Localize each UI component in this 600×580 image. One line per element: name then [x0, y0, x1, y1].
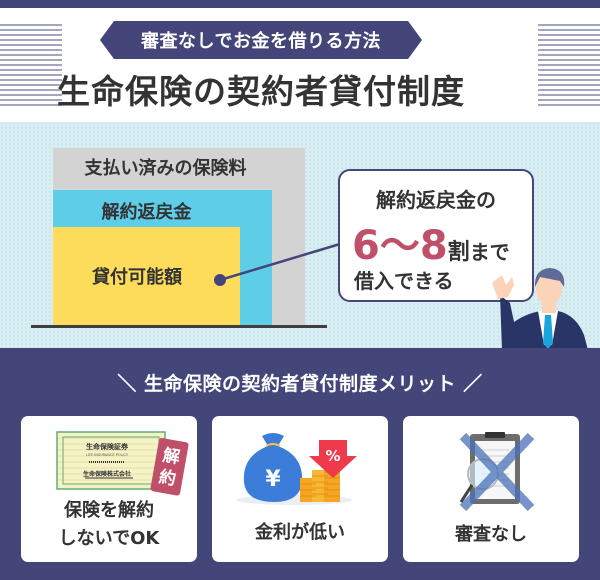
merit-card-low-interest: ¥ % 金利が低い [212, 416, 388, 562]
businessman-pointing-icon [492, 268, 588, 350]
surrender-value-label: 解約返戻金 [101, 202, 192, 223]
merit-card-no-screening: 審査なし [403, 416, 579, 562]
svg-text:解: 解 [161, 445, 181, 469]
no-screening-icon [459, 432, 535, 512]
svg-text:約: 約 [157, 466, 177, 490]
cancel-tag-icon: 解 約 [150, 438, 189, 496]
svg-text:生命保険証券: 生命保険証券 [86, 442, 129, 451]
merit-label-line1: 金利が低い [255, 522, 345, 543]
loanable-amount-box [53, 227, 240, 326]
svg-text:LIFE INSURANCE POLICY: LIFE INSURANCE POLICY [86, 453, 129, 457]
down-arrow-icon [309, 440, 357, 478]
loanable-amount-label: 貸付可能額 [92, 267, 182, 288]
callout-kanji: 割 [447, 240, 470, 265]
connector-dot-icon [214, 274, 226, 286]
merit-label-line2: しないでOK [58, 528, 160, 549]
callout-line3: 借入できる [354, 269, 454, 293]
merits-title: ＼ 生命保険の契約者貸付制度メリット ／ [117, 373, 483, 395]
insurance-certificate-icon: 生命保険証券 LIFE INSURANCE POLICY 生命保険株式会社 解 … [56, 431, 189, 496]
money-bag-low-interest-icon: ¥ % [236, 433, 357, 505]
svg-text:生命保険株式会社: 生命保険株式会社 [83, 470, 131, 478]
connector-line [214, 242, 341, 286]
subtitle-banner: 審査なしでお金を借りる方法 [100, 21, 422, 59]
cross-icon [459, 432, 535, 512]
svg-text:¥: ¥ [265, 467, 281, 492]
decorative-stripes-left [0, 24, 62, 106]
callout-ratio: 6〜8 [352, 223, 448, 269]
page-title: 生命保険の契約者貸付制度 [57, 72, 465, 111]
merit-label-line1: 保険を解約 [64, 500, 154, 521]
callout-line1: 解約返戻金の [376, 188, 496, 212]
decorative-stripes-right [538, 24, 600, 106]
banner-text: 審査なしでお金を借りる方法 [141, 31, 381, 52]
callout-line2: 6〜8割まで [352, 213, 510, 271]
callout-bubble: 解約返戻金の 6〜8割まで 借入できる [338, 169, 534, 302]
top-bar [0, 0, 600, 8]
banner-hexagon-shape [100, 21, 422, 59]
merit-label-line1: 審査なし [455, 524, 527, 545]
merit-card-no-cancellation: 生命保険証券 LIFE INSURANCE POLICY 生命保険株式会社 解 … [21, 416, 197, 562]
paid-premium-label: 支払い済みの保険料 [84, 158, 247, 179]
baseline [31, 325, 327, 328]
callout-suffix: まで [469, 240, 510, 264]
svg-text:%: % [325, 447, 340, 465]
